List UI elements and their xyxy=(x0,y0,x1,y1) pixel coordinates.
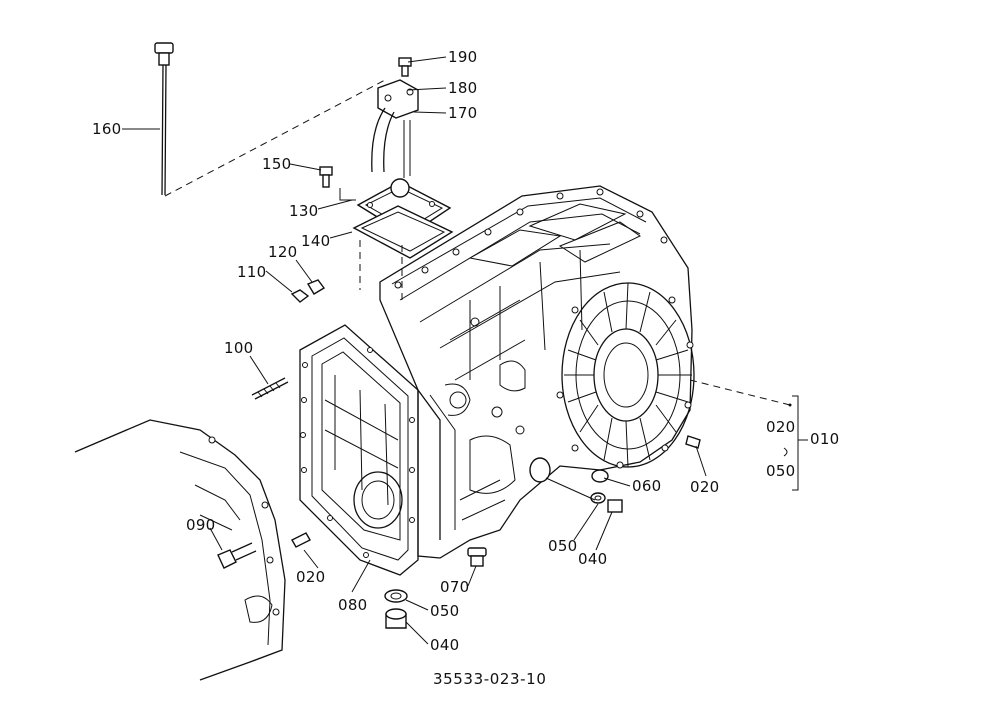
plug-040-050-bottom xyxy=(384,589,408,629)
callout-010: 010 xyxy=(810,430,840,448)
callout-190: 190 xyxy=(448,48,478,66)
callout-050-bottom: 050 xyxy=(430,602,460,620)
plug-110-120 xyxy=(290,279,326,303)
callout-050-mid: 050 xyxy=(548,537,578,555)
callout-170: 170 xyxy=(448,104,478,122)
callout-020-right: 020 xyxy=(690,478,720,496)
bolt-090 xyxy=(217,542,257,569)
drain-plug-070 xyxy=(467,547,487,567)
callout-130: 130 xyxy=(289,202,319,220)
callout-060: 060 xyxy=(632,477,662,495)
callout-080: 080 xyxy=(338,596,368,614)
leader-lines xyxy=(122,56,808,645)
callout-040-mid: 040 xyxy=(578,550,608,568)
transmission-case xyxy=(379,185,695,559)
callout-020-left: 020 xyxy=(296,568,326,586)
breather-assembly xyxy=(371,57,419,178)
top-cover-130-140 xyxy=(352,178,454,300)
callout-090: 090 xyxy=(186,516,216,534)
callout-020-bracket: 020 xyxy=(766,418,796,436)
callout-180: 180 xyxy=(448,79,478,97)
plug-060-050-040-mid xyxy=(529,457,623,513)
callout-150: 150 xyxy=(262,155,292,173)
dowel-pin-020-right xyxy=(685,435,701,449)
callout-labels: 190 180 170 160 150 130 140 120 110 100 … xyxy=(92,48,840,654)
callout-160: 160 xyxy=(92,120,122,138)
drawing-number: 35533-023-10 xyxy=(433,670,546,688)
callout-140: 140 xyxy=(301,232,331,250)
stud-bolt-100 xyxy=(251,377,289,400)
callout-050-bracket: 050 xyxy=(766,462,796,480)
bolt-150 xyxy=(319,166,333,188)
callout-040-bottom: 040 xyxy=(430,636,460,654)
mating-housing-partial xyxy=(74,419,286,681)
callout-070: 070 xyxy=(440,578,470,596)
front-gasket-frame xyxy=(299,324,419,576)
callout-110: 110 xyxy=(237,263,267,281)
callout-120: 120 xyxy=(268,243,298,261)
dipstick-160 xyxy=(154,42,386,197)
dowel-pin-020-left xyxy=(291,532,311,548)
callout-100: 100 xyxy=(224,339,254,357)
